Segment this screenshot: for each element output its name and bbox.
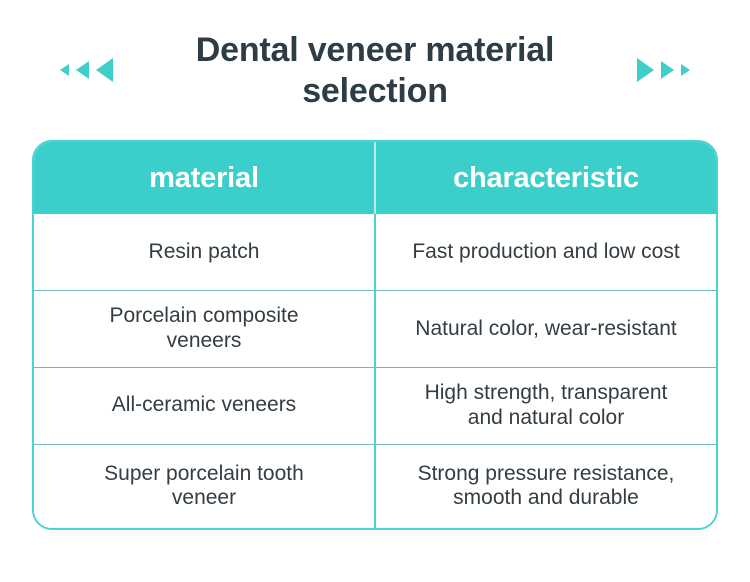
table-body: Resin patch Fast production and low cost… [34,214,716,528]
cell-characteristic: High strength, transparent and natural c… [375,366,716,445]
column-header-characteristic: characteristic [375,142,716,214]
cell-text: Fast production and low cost [412,239,680,263]
veneer-material-table: material characteristic Resin patch Fast… [34,142,716,528]
table-header: material characteristic [34,142,716,214]
cell-text: High strength, transparent and natural c… [424,380,668,429]
page-title: Dental veneer material selection [195,31,555,110]
cell-material: Porcelain composite veneers [34,290,376,368]
arrow-left-small-icon [60,64,69,76]
cell-text: Super porcelain tooth veneer [104,461,304,510]
arrow-right-large-icon [637,58,654,82]
title-row: Dental veneer material selection [0,26,750,116]
arrow-right-small-icon [681,64,690,76]
column-header-material: material [34,142,376,214]
comparison-table: material characteristic Resin patch Fast… [32,140,718,530]
table-header-row: material characteristic [34,142,716,214]
cell-text: Porcelain composite veneers [109,304,299,353]
arrow-left-large-icon [96,58,113,82]
decorative-arrows-right [637,58,690,82]
cell-text: Resin patch [148,239,260,263]
table-row: Resin patch Fast production and low cost [34,214,716,291]
cell-material: Resin patch [34,214,376,291]
arrow-right-medium-icon [661,61,674,79]
arrow-left-medium-icon [76,61,89,79]
cell-text: Strong pressure resistance, smooth and d… [417,461,675,510]
cell-text: All-ceramic veneers [111,393,297,417]
cell-characteristic: Strong pressure resistance, smooth and d… [375,443,716,528]
cell-text: Natural color, wear-resistant [415,316,677,340]
table-row: Porcelain composite veneers Natural colo… [34,290,716,368]
decorative-arrows-left [60,58,113,82]
table-row: Super porcelain tooth veneer Strong pres… [34,443,716,528]
table-row: All-ceramic veneers High strength, trans… [34,366,716,445]
cell-material: Super porcelain tooth veneer [34,443,376,528]
cell-characteristic: Natural color, wear-resistant [375,290,716,368]
cell-characteristic: Fast production and low cost [375,214,716,291]
cell-material: All-ceramic veneers [34,366,376,445]
